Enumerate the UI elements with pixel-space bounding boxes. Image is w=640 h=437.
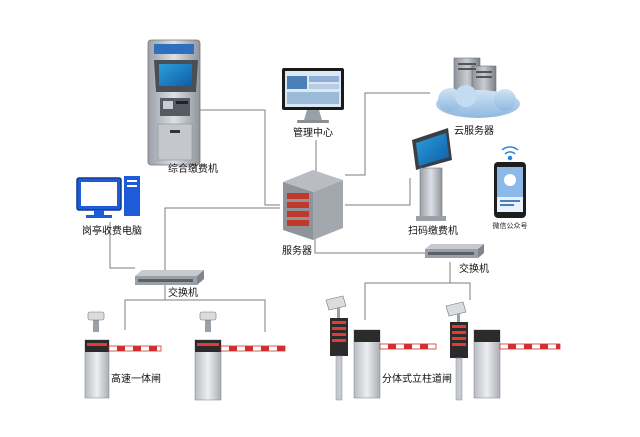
fast-gate-label: 高速一体闸 [111,372,161,385]
split-gate-label: 分体式立柱道闸 [382,372,452,385]
split-gate-icon-1 [325,295,437,401]
smartphone-icon [494,162,526,218]
scan-kiosk-label: 扫码缴费机 [408,224,458,237]
switch-icon-right [425,244,484,258]
desktop-pc-icon [76,176,140,218]
booth-pc-label: 岗亭收费电脑 [82,224,142,237]
wifi-icon [501,146,519,161]
switch-right-label: 交换机 [459,262,489,275]
scan-kiosk-icon [412,128,452,221]
payment-kiosk-icon [147,39,201,166]
barrier-gate-icon-1 [84,311,162,399]
switch-icon-left [135,270,204,285]
split-gate-icon-2 [445,301,561,401]
barrier-gate-icon-2 [194,311,286,401]
cloud-label: 云服务器 [454,124,494,137]
connection-lines [109,92,471,332]
server-label: 服务器 [282,244,312,257]
mgmt-label: 管理中心 [293,126,333,139]
server-tower-icon [283,170,343,240]
monitor-icon [282,68,344,123]
kiosk-label: 综合缴费机 [168,162,218,175]
switch-left-label: 交换机 [168,286,198,299]
wechat-label: 微信公众号 [493,221,528,230]
cloud-server-icon [436,57,520,118]
